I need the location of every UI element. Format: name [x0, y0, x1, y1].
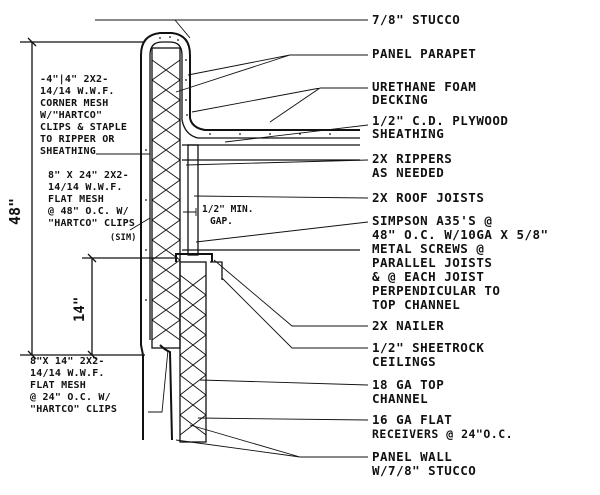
label-flat-mesh-24: 8"X 14" 2X2- 14/14 W.W.F. FLAT MESH @ 24… [30, 356, 117, 415]
label-simpson: SIMPSON A35'S @ 48" O.C. W/10GA X 5/8" M… [372, 213, 557, 312]
label-rippers: 2X RIPPERS AS NEEDED [372, 151, 460, 180]
leader-urethane-foam [191, 87, 368, 123]
leader-simpson [195, 221, 369, 243]
leader-nailer [213, 259, 368, 327]
dimension-overall: 48" [6, 37, 145, 360]
leader-sheetrock [221, 277, 368, 349]
leader-panel-wall [175, 424, 368, 458]
label-stucco-top: 7/8" STUCCO [372, 12, 460, 27]
label-roof-joists: 2X ROOF JOISTS [372, 190, 484, 205]
leader-roof-joists [193, 195, 369, 199]
label-panel-parapet: PANEL PARAPET [372, 46, 476, 61]
label-gap: 1/2" MIN. GAP. [202, 204, 259, 227]
dimension-lower-text: 14" [72, 297, 88, 322]
dimension-lower: 14" [72, 253, 178, 360]
parapet-outer-outline [140, 32, 360, 440]
leader-flat-mesh-48 [129, 217, 151, 231]
leader-plywood-sheathing [224, 124, 369, 143]
label-urethane-foam: URETHANE FOAM DECKING [372, 79, 484, 107]
gap-marker [183, 208, 197, 216]
dimension-overall-text: 48" [6, 198, 24, 225]
label-corner-mesh: -4"|4" 2X2- 14/14 W.W.F. CORNER MESH W/"… [40, 74, 133, 157]
label-sheetrock: 1/2" SHEETROCK CEILINGS [372, 340, 492, 369]
leader-rippers [185, 159, 369, 166]
parapet-inner-outline [149, 41, 360, 340]
leader-stucco-top [95, 19, 368, 39]
sheetrock-line [210, 261, 223, 280]
labels-left: -4"|4" 2X2- 14/14 W.W.F. CORNER MESH W/"… [30, 74, 169, 415]
panel-wall-hatch [179, 274, 207, 436]
label-panel-wall: PANEL WALL W/7/8" STUCCO [372, 449, 476, 478]
leader-flat-receivers [197, 417, 369, 421]
nailer-block [187, 144, 199, 256]
label-flat-receivers: 16 GA FLAT RECEIVERS @ 24"O.C. [372, 412, 513, 441]
parapet-panel-hatch [151, 59, 181, 341]
leader-panel-parapet [175, 54, 368, 93]
label-nailer: 2X NAILER [372, 318, 444, 333]
labels-right: 7/8" STUCCO PANEL PARAPET URETHANE FOAM … [372, 12, 557, 478]
leader-top-channel [199, 379, 369, 386]
panel-structure [140, 32, 360, 443]
urethane-foam-fill [145, 36, 331, 301]
parapet-panel-core [151, 47, 181, 349]
leaders-right [95, 19, 369, 458]
label-flat-mesh-48: 8" X 24" 2X2- 14/14 W.W.F. FLAT MESH @ 4… [48, 170, 141, 243]
label-plywood-sheathing: 1/2" C.D. PLYWOOD SHEATHING [372, 113, 516, 141]
panel-wall-outer [159, 344, 173, 441]
leader-flat-mesh-24 [148, 349, 169, 413]
label-top-channel: 18 GA TOP CHANNEL [372, 377, 452, 406]
